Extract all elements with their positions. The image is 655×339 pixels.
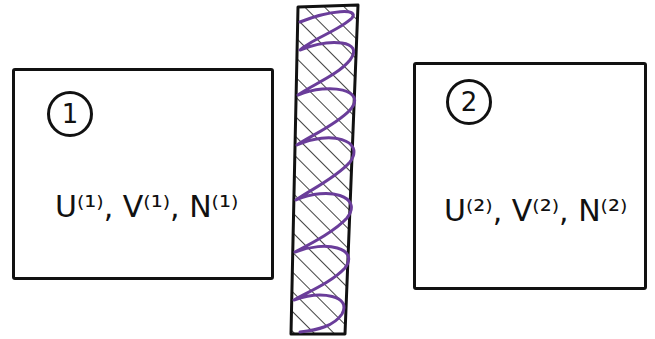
system-number-circle: 1 bbox=[47, 91, 93, 137]
hatched-wall bbox=[291, 5, 358, 334]
state-variables: U⁽¹⁾, V⁽¹⁾, N⁽¹⁾ bbox=[55, 189, 238, 225]
subsystem-box: U⁽²⁾, V⁽²⁾, N⁽²⁾ 2 bbox=[413, 62, 647, 290]
system-number-circle: 2 bbox=[446, 79, 492, 125]
coil-spiral bbox=[294, 12, 355, 332]
callout-number: 1 bbox=[62, 101, 79, 127]
state-variables: U⁽²⁾, V⁽²⁾, N⁽²⁾ bbox=[444, 193, 627, 229]
subsystem-box: U⁽¹⁾, V⁽¹⁾, N⁽¹⁾ 1 bbox=[12, 68, 274, 280]
callout-number: 2 bbox=[461, 89, 478, 115]
